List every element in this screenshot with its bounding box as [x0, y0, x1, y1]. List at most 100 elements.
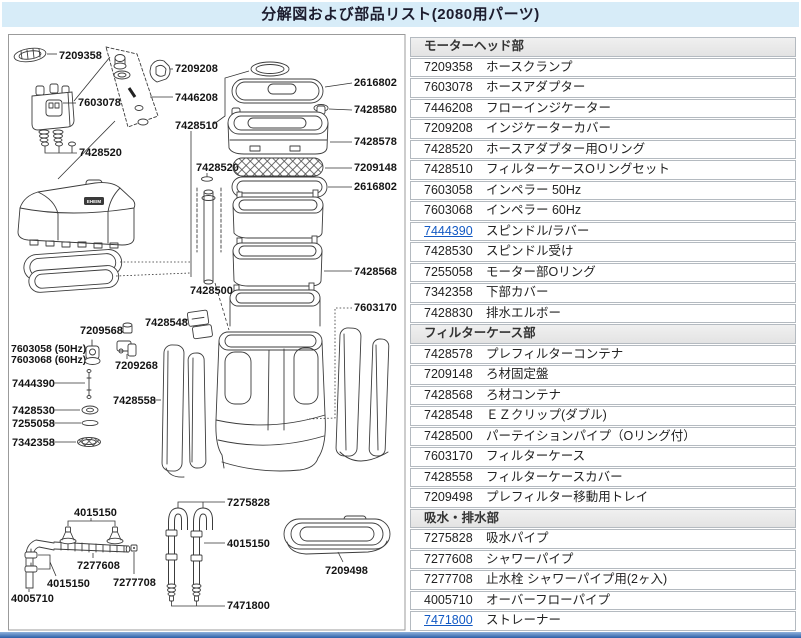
- part-name: フローインジケーター: [486, 100, 612, 115]
- part-label-7471800: 7471800: [227, 600, 270, 612]
- part-number-link[interactable]: 7444390: [424, 223, 473, 238]
- part-label-4015150: 4015150: [74, 507, 117, 519]
- table-row: 7603068 インペラー 60Hz: [410, 201, 796, 221]
- indicator-cover-drawing: [149, 59, 173, 83]
- part-name: パーテイションパイプ（Oリング付）: [486, 428, 696, 443]
- table-row: 7209208 インジケーターカバー: [410, 119, 796, 139]
- table-row: 7444390 スピンドル/ラバー: [410, 221, 796, 241]
- table-row: 7603170 フィルターケース: [410, 447, 796, 467]
- part-name: インペラー 60Hz: [486, 203, 582, 217]
- part-label-4015150-c: 4015150: [227, 538, 270, 550]
- part-number: 7603058: [424, 182, 473, 197]
- tray-drawing: [283, 515, 391, 563]
- part-number: 7428530: [424, 244, 473, 258]
- part-name: 止水栓 シャワーパイプ用(2ヶ入): [486, 572, 668, 586]
- part-label-7446208: 7446208: [175, 92, 218, 104]
- part-number: 7275828: [424, 531, 473, 545]
- part-label-2616802-b: 2616802: [354, 181, 397, 193]
- part-name: モーター部Oリング: [486, 264, 596, 279]
- table-row: 7255058 モーター部Oリング: [410, 262, 796, 282]
- part-name: ホースアダプター: [486, 80, 586, 94]
- part-name: ＥＺクリップ(ダブル): [486, 408, 607, 422]
- media-grid-drawing: [232, 157, 352, 177]
- table-row: 7428530 スピンドル受け: [410, 242, 796, 262]
- part-name: ホースクランプ: [486, 59, 573, 74]
- part-number: 7255058: [424, 264, 473, 279]
- part-name: スピンドル/ラバー: [486, 223, 590, 238]
- filter-case-drawing: [215, 331, 326, 472]
- part-label-4005710: 4005710: [11, 593, 54, 605]
- spindle-bushing-drawing: [53, 405, 99, 415]
- motor-head-drawing: EHEIM: [17, 179, 136, 249]
- part-label-7428500: 7428500: [190, 285, 233, 297]
- part-number: 7603170: [424, 449, 473, 463]
- part-number: 7603068: [424, 203, 473, 217]
- part-name: オーバーフローパイプ: [486, 592, 611, 607]
- part-name: 排水エルボー: [486, 305, 562, 320]
- stopper-drawing: [130, 544, 138, 574]
- table-row: 7277608 シャワーパイプ: [410, 549, 796, 569]
- part-label-7428580: 7428580: [354, 104, 397, 116]
- media-container-3-drawing: [229, 282, 321, 327]
- filter-pad-top-drawing: [231, 78, 353, 104]
- part-label-7603058: 7603058 (50Hz): [11, 343, 86, 355]
- part-number: 7209498: [424, 490, 473, 504]
- part-label-7428510: 7428510: [175, 120, 218, 132]
- part-number: 7428548: [424, 408, 473, 422]
- page-title: 分解図および部品リスト(2080用パーツ): [2, 2, 799, 27]
- part-label-7209498: 7209498: [325, 565, 368, 577]
- part-name: プレフィルターコンテナ: [486, 346, 624, 361]
- part-label-2616802: 2616802: [354, 77, 397, 89]
- partition-pipe-drawing: [196, 187, 230, 331]
- table-row: 7209498 プレフィルター移動用トレイ: [410, 488, 796, 508]
- prefilter-container-drawing: [227, 105, 352, 155]
- media-container-1-drawing: [232, 189, 324, 239]
- part-label-7428548: 7428548: [145, 317, 188, 329]
- part-number: 7446208: [424, 100, 473, 115]
- part-name: フィルターケース: [486, 449, 586, 463]
- strainers-drawing: [166, 583, 225, 607]
- part-label-7209208: 7209208: [175, 63, 218, 75]
- part-label-7603078: 7603078: [78, 97, 121, 109]
- adapter-orings-drawing: [41, 141, 77, 154]
- part-name: インジケーターカバー: [486, 121, 612, 135]
- part-number-link[interactable]: 7471800: [424, 613, 473, 627]
- part-name: フィルターケースOリングセット: [486, 162, 670, 176]
- top-oring-drawing: [250, 61, 290, 77]
- part-number: 7428568: [424, 387, 473, 402]
- part-label-7428558: 7428558: [113, 395, 156, 407]
- part-name: 下部カバー: [486, 285, 549, 299]
- flow-indicator-detail-box: [57, 46, 173, 180]
- flat-oring-drawing: [201, 176, 213, 182]
- part-label-7277608: 7277608: [77, 560, 120, 572]
- part-number: 7209208: [424, 121, 473, 135]
- part-name: シャワーパイプ: [486, 551, 574, 566]
- section-header: 吸水・排水部: [410, 508, 796, 528]
- parts-table: モーターヘッド部 7209358 ホースクランプ 7603078 ホースアダプター 744…: [410, 37, 796, 632]
- case-cover-right-drawing: [335, 327, 390, 462]
- table-row: 7209358 ホースクランプ: [410, 57, 796, 77]
- brand-text: EHEIM: [87, 199, 102, 204]
- media-container-2-drawing: [232, 235, 352, 287]
- impeller-drawing: [84, 339, 101, 365]
- part-label-7255058: 7255058: [12, 418, 55, 430]
- section-header: モーターヘッド部: [410, 37, 796, 57]
- part-number: 7603078: [424, 80, 473, 94]
- table-row: 7603078 ホースアダプター: [410, 78, 796, 98]
- part-number: 7428830: [424, 305, 473, 320]
- part-name: プレフィルター移動用トレイ: [486, 490, 649, 504]
- part-label-7444390: 7444390: [12, 378, 55, 390]
- part-name: スピンドル受け: [486, 244, 574, 258]
- part-name: ろ材固定盤: [486, 367, 549, 381]
- part-number: 7209358: [424, 59, 473, 74]
- ez-clip-drawing: [186, 309, 213, 340]
- part-number: 7277608: [424, 551, 473, 566]
- part-label-7428530: 7428530: [12, 405, 55, 417]
